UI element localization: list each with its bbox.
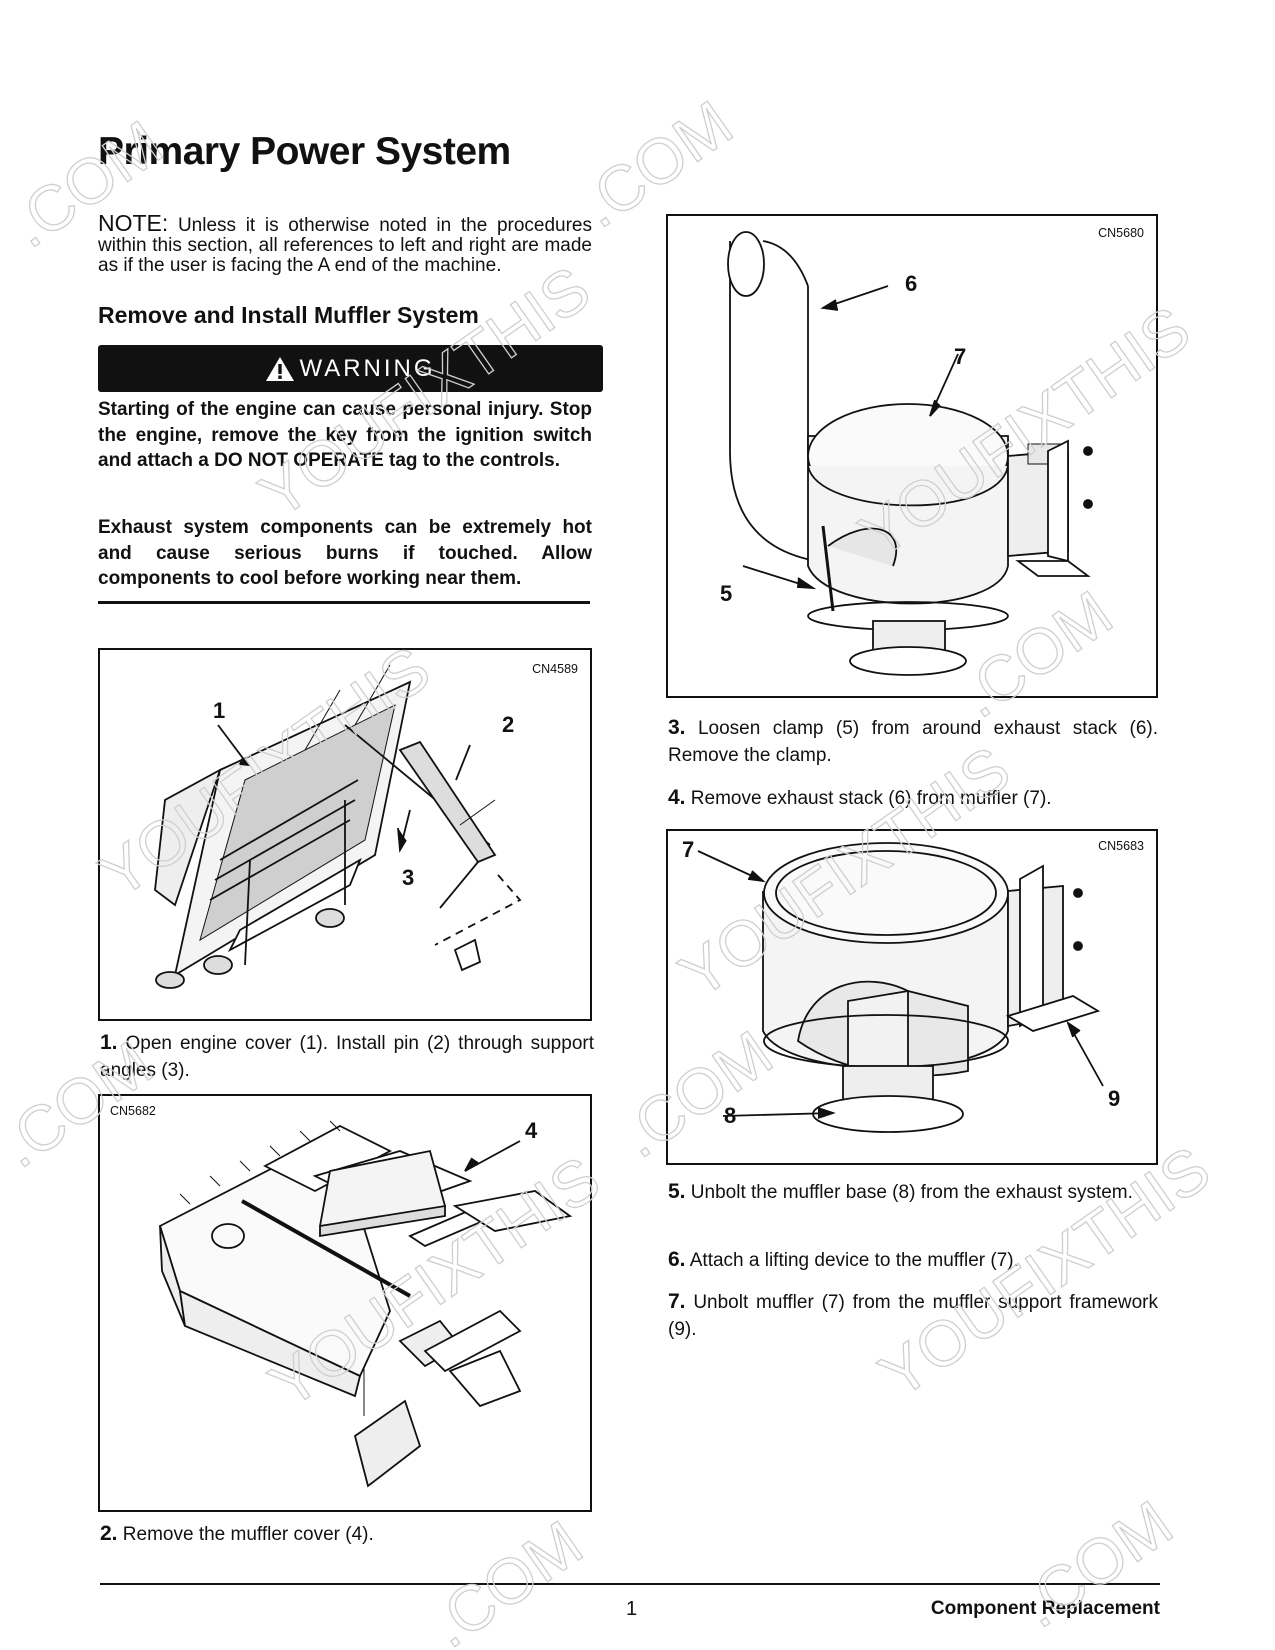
- figure-muffler-cover: CN5682 4: [98, 1094, 592, 1512]
- step-number: 2.: [100, 1522, 118, 1545]
- step-number: 5.: [668, 1180, 686, 1203]
- figure-code: CN5680: [1098, 226, 1144, 240]
- callout-number: 8: [724, 1103, 737, 1128]
- step-text: Unbolt the muffler base (8) from the exh…: [690, 1182, 1133, 1203]
- warning-divider: [98, 601, 590, 604]
- callout-number: 4: [525, 1118, 538, 1143]
- muffler-illustration: [697, 842, 1104, 1133]
- step-6: 6. Attach a lifting device to the muffle…: [668, 1246, 1158, 1274]
- figure-exhaust-stack: CN5680 6 7 5: [666, 214, 1158, 698]
- step-text: Loosen clamp (5) from around exhaust sta…: [668, 718, 1158, 766]
- figure-muffler: CN5683 7 9 8: [666, 829, 1158, 1165]
- page-number: 1: [626, 1598, 638, 1620]
- step-text: Attach a lifting device to the muffler (…: [689, 1250, 1019, 1271]
- page-title: Primary Power System: [98, 130, 511, 173]
- note-text: Unless it is otherwise noted in the proc…: [98, 215, 593, 276]
- note-paragraph: NOTE: Unless it is otherwise noted in th…: [98, 210, 593, 276]
- footer-divider: [100, 1583, 1160, 1585]
- section-heading: Remove and Install Muffler System: [98, 302, 479, 328]
- step-1: 1. Open engine cover (1). Install pin (2…: [100, 1029, 594, 1084]
- warning-triangle-icon: [266, 356, 295, 381]
- callout-number: 2: [502, 712, 515, 737]
- callout-number: 9: [1108, 1086, 1121, 1111]
- muffler-cover-illustration: [158, 1120, 573, 1488]
- figure-engine-cover: CN4589 1 2 3: [98, 648, 592, 1021]
- step-2: 2. Remove the muffler cover (4).: [100, 1520, 594, 1548]
- figure-code: CN5683: [1098, 839, 1144, 853]
- step-text: Unbolt muffler (7) from the muffler supp…: [668, 1292, 1159, 1340]
- step-number: 3.: [668, 716, 686, 739]
- step-text: Remove exhaust stack (6) from muffler (7…: [690, 788, 1052, 809]
- step-number: 7.: [668, 1290, 686, 1313]
- callout-number: 6: [905, 271, 918, 296]
- step-text: Remove the muffler cover (4).: [122, 1524, 374, 1545]
- step-7: 7. Unbolt muffler (7) from the muffler s…: [668, 1288, 1158, 1343]
- warning-text-engine: Starting of the engine can cause persona…: [98, 399, 592, 471]
- warning-banner: WARNING: [98, 345, 603, 392]
- figure-code: CN5682: [110, 1104, 156, 1118]
- step-text: Open engine cover (1). Install pin (2) t…: [100, 1033, 594, 1081]
- warning-text-exhaust: Exhaust system components can be extreme…: [98, 517, 592, 589]
- step-4: 4. Remove exhaust stack (6) from muffler…: [668, 784, 1158, 812]
- step-5: 5. Unbolt the muffler base (8) from the …: [668, 1178, 1158, 1206]
- figure-code: CN4589: [532, 662, 578, 676]
- note-label: NOTE:: [98, 210, 169, 236]
- callout-number: 3: [402, 865, 415, 890]
- step-3: 3. Loosen clamp (5) from around exhaust …: [668, 714, 1158, 769]
- step-number: 4.: [668, 786, 686, 809]
- callout-number: 5: [720, 581, 733, 606]
- callout-number: 7: [682, 837, 695, 862]
- engine-cover-illustration: [154, 664, 522, 989]
- footer-section-title: Component Replacement: [930, 1598, 1160, 1619]
- callout-number: 7: [954, 344, 967, 369]
- exhaust-stack-illustration: [727, 231, 1093, 676]
- warning-label: WARNING: [299, 354, 436, 382]
- callout-number: 1: [213, 698, 226, 723]
- step-number: 6.: [668, 1248, 686, 1271]
- step-number: 1.: [100, 1031, 118, 1054]
